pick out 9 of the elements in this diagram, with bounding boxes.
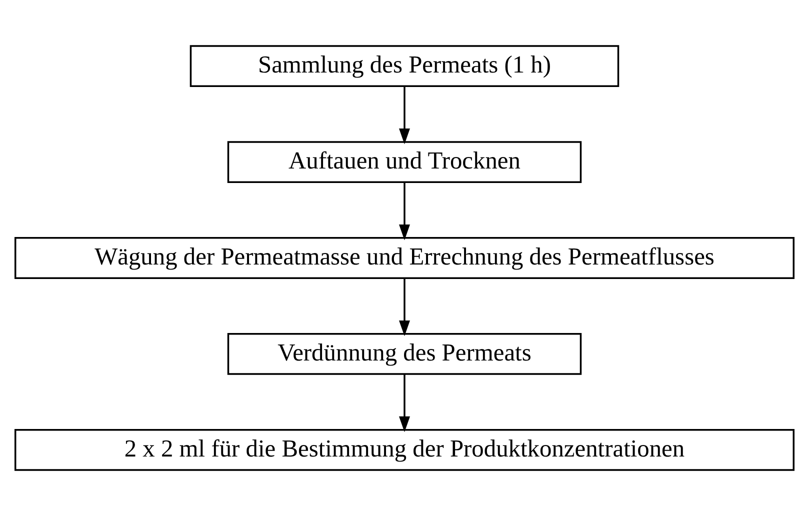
arrow	[399, 374, 410, 432]
node-box: Auftauen und Trocknen	[227, 141, 582, 183]
arrow	[399, 86, 410, 144]
node-box: Wägung der Permeatmasse und Errechnung des Permeatflusses	[14, 237, 795, 279]
node-box: 2 x 2 ml für die Bestimmung der Produktkonzentrationen	[14, 429, 795, 471]
arrow	[399, 182, 410, 240]
node-box: Verdünnung des Permeats	[227, 333, 582, 375]
node-box: Sammlung des Permeats (1 h)	[190, 45, 620, 87]
arrow	[399, 278, 410, 336]
